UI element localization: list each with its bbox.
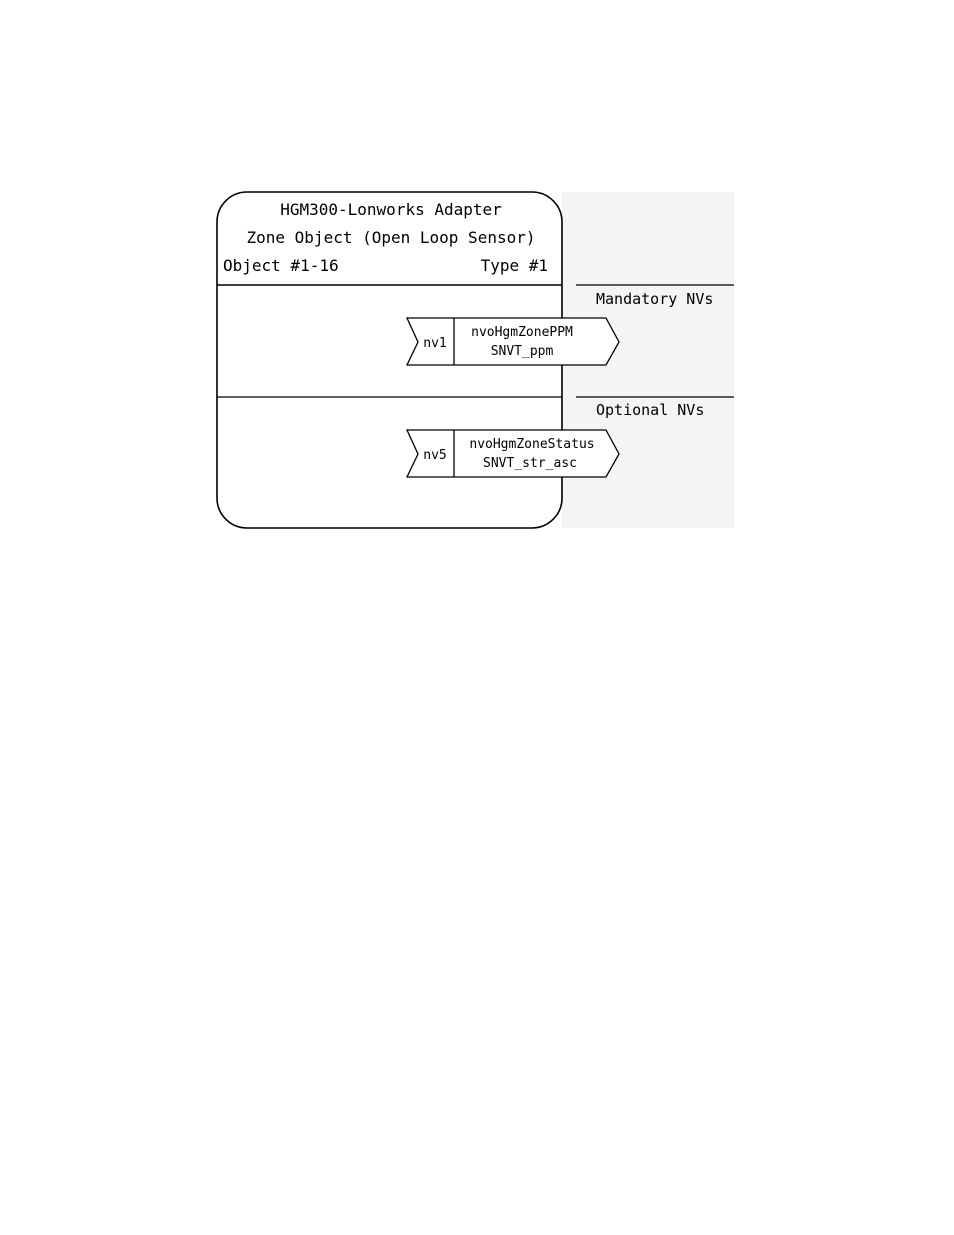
object-type-label: Type #1 (481, 256, 548, 275)
nv-name-label: nvoHgmZoneStatus (469, 437, 594, 452)
nv-type-label: SNVT_ppm (491, 344, 554, 359)
optional-nvs-label: Optional NVs (596, 401, 704, 419)
mandatory-nvs-label: Mandatory NVs (596, 290, 713, 308)
nv-index-label: nv5 (423, 448, 446, 463)
block-title: HGM300-Lonworks Adapter (280, 200, 502, 219)
object-number-label: Object #1-16 (223, 256, 339, 275)
nv-index-label: nv1 (423, 336, 446, 351)
block-subtitle: Zone Object (Open Loop Sensor) (247, 228, 536, 247)
nv-arrow-nv5: nv5 nvoHgmZoneStatus SNVT_str_asc (407, 430, 619, 477)
nv-arrow-nv1: nv1 nvoHgmZonePPM SNVT_ppm (407, 318, 619, 365)
nv-name-label: nvoHgmZonePPM (471, 325, 573, 340)
nv-type-label: SNVT_str_asc (483, 456, 577, 471)
